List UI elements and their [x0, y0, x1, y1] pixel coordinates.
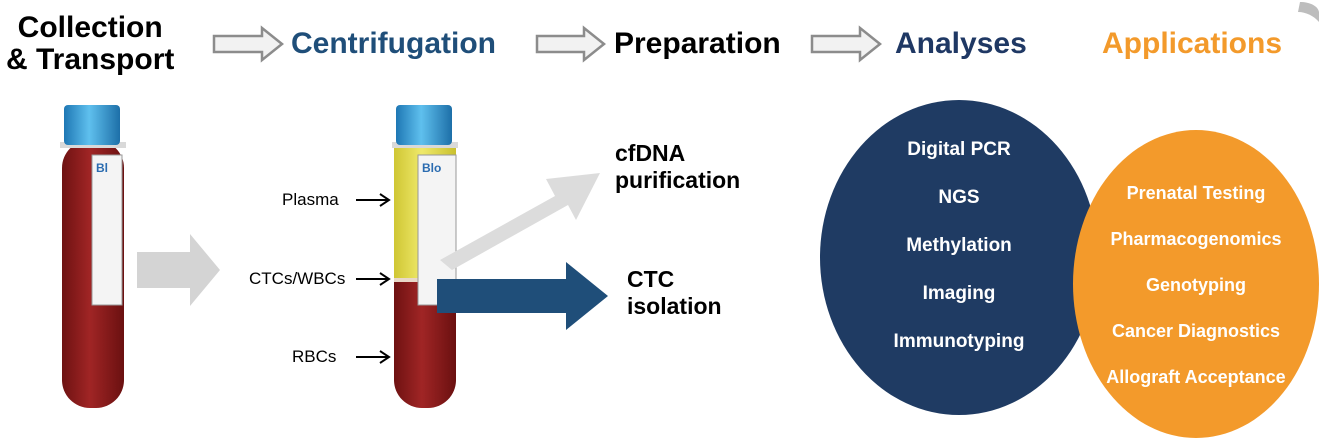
- ctcs-wbcs-label: CTCs/WBCs: [249, 269, 346, 288]
- cfdna-arrow: [440, 173, 600, 270]
- step-preparation: Preparation: [614, 27, 781, 60]
- rbcs-pointer-arrow: [356, 350, 391, 364]
- cfdna-purification-label: cfDNA purification: [615, 140, 741, 193]
- applications-ellipse: [1073, 130, 1319, 438]
- step-arrow-3: [810, 25, 883, 63]
- process-arrow: [137, 234, 220, 306]
- analysis-item: Imaging: [922, 283, 996, 304]
- ctc-arrow: [437, 262, 608, 330]
- applications-list: Prenatal Testing Pharmacogenomics Genoty…: [1073, 170, 1319, 400]
- analysis-item: Digital PCR: [907, 139, 1011, 160]
- step-arrow-2: [535, 25, 607, 63]
- application-item: Prenatal Testing: [1126, 183, 1266, 203]
- plasma-pointer-arrow: [356, 193, 391, 207]
- step-centrifugation: Centrifugation: [291, 27, 496, 60]
- analyses-ellipse: [820, 100, 1098, 415]
- centrifuged-tube: Blo: [392, 105, 458, 408]
- application-item: Pharmacogenomics: [1110, 229, 1282, 249]
- tube2-brand-fragment: Blo: [422, 161, 441, 175]
- ctc-isolation-label: CTC isolation: [627, 266, 722, 319]
- step-arrow-1: [212, 25, 285, 63]
- ctcs-pointer-arrow: [356, 272, 391, 286]
- whole-blood-tube: Bl: [60, 105, 126, 408]
- logo-fragment: [1298, 2, 1319, 22]
- rbcs-label: RBCs: [292, 347, 337, 366]
- application-item: Allograft Acceptance: [1106, 367, 1286, 387]
- step-applications: Applications: [1102, 27, 1283, 60]
- step-collection-transport: Collection & Transport: [6, 11, 175, 76]
- step-analyses: Analyses: [895, 27, 1027, 60]
- analyses-list: Digital PCR NGS Methylation Imaging Immu…: [852, 126, 1066, 366]
- application-item: Cancer Diagnostics: [1111, 321, 1281, 341]
- plasma-label: Plasma: [282, 190, 339, 209]
- analysis-item: Immunotyping: [893, 331, 1025, 352]
- tube1-brand-fragment: Bl: [96, 161, 108, 175]
- analysis-item: Methylation: [906, 235, 1012, 256]
- application-item: Genotyping: [1146, 275, 1246, 295]
- analysis-item: NGS: [938, 187, 980, 208]
